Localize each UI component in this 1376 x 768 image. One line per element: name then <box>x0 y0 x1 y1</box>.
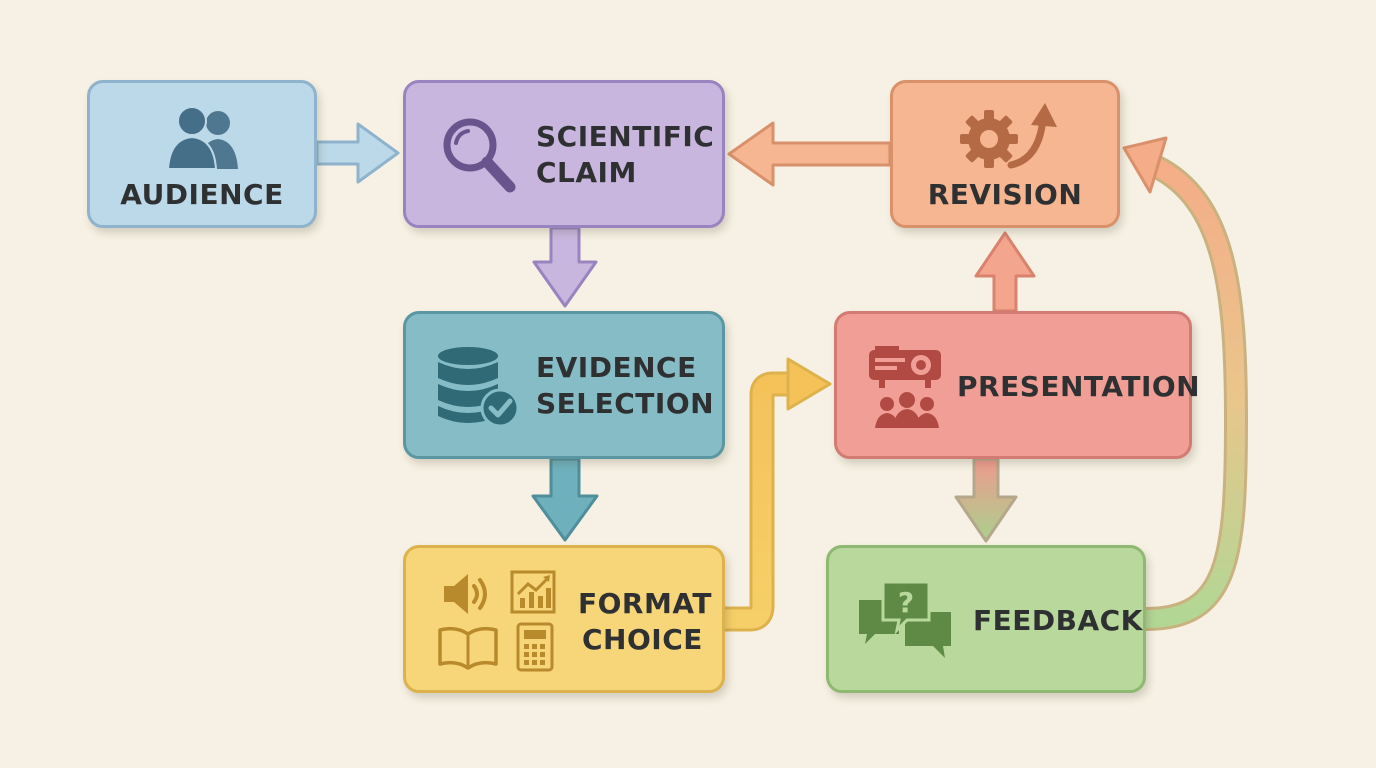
claim-label-line1: SCIENTIFIC <box>536 120 715 153</box>
arrow-format-to-presentation <box>725 357 832 632</box>
magnifier-icon <box>443 118 516 193</box>
format-label-line1: FORMAT <box>578 587 712 620</box>
projector-audience-icon <box>869 346 941 428</box>
node-revision: REVISION <box>890 80 1120 228</box>
node-scientific-claim: SCIENTIFIC CLAIM <box>403 80 725 228</box>
gear-arrow-icon <box>960 103 1057 169</box>
speaker-icon <box>444 574 487 614</box>
arrow-claim-to-evidence <box>532 226 598 308</box>
database-check-icon <box>438 347 520 428</box>
chart-icon <box>510 570 556 614</box>
arrow-audience-to-claim <box>315 122 400 184</box>
node-audience: AUDIENCE <box>87 80 317 228</box>
arrow-revision-to-claim <box>727 121 892 187</box>
node-feedback: ? FEEDBACK <box>826 545 1146 693</box>
node-evidence-selection: EVIDENCE SELECTION <box>403 311 725 459</box>
question-speech-bubbles-icon: ? <box>859 580 951 658</box>
claim-label-line2: CLAIM <box>536 156 637 189</box>
calculator-icon <box>516 622 554 672</box>
arrow-presentation-to-feedback <box>954 457 1018 543</box>
arrow-evidence-to-format <box>531 457 599 542</box>
book-icon <box>438 626 498 670</box>
format-label-line2: CHOICE <box>582 623 703 656</box>
revision-label: REVISION <box>927 178 1083 211</box>
presentation-label: PRESENTATION <box>957 370 1201 403</box>
evidence-label-line1: EVIDENCE <box>536 351 697 384</box>
arrow-feedback-to-revision <box>1122 136 1249 631</box>
svg-text:?: ? <box>898 586 914 619</box>
feedback-label: FEEDBACK <box>973 604 1143 637</box>
audience-people-icon <box>166 106 238 170</box>
evidence-label-line2: SELECTION <box>536 387 715 420</box>
node-format-choice: FORMAT CHOICE <box>403 545 725 693</box>
arrow-presentation-to-revision <box>974 231 1036 313</box>
node-presentation: PRESENTATION <box>834 311 1200 459</box>
audience-label: AUDIENCE <box>120 178 284 211</box>
